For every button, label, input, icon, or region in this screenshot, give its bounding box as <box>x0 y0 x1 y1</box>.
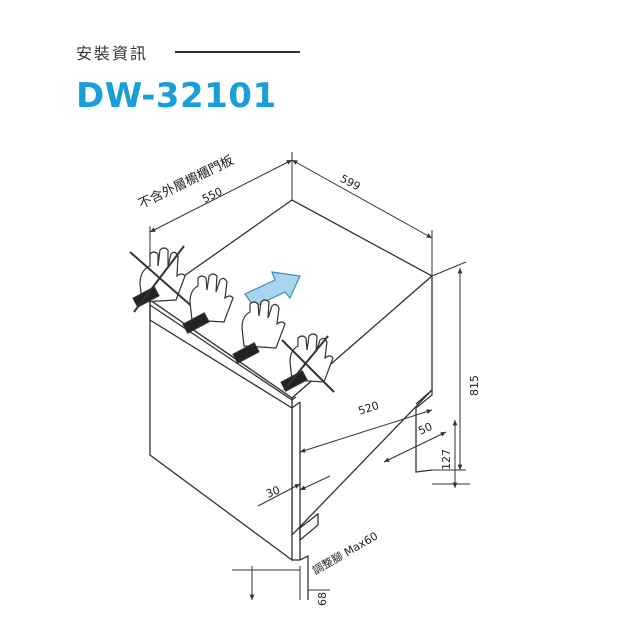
dim-50-label: 50 <box>416 420 434 438</box>
dim-line-599 <box>291 159 433 239</box>
appliance-box <box>148 199 434 600</box>
note-panel-label: 不含外層櫥櫃門板 <box>136 152 237 212</box>
control-strip <box>149 304 297 401</box>
dim-520-label: 520 <box>357 399 381 418</box>
dim-line-30 <box>257 483 301 507</box>
dim-30-label: 30 <box>264 483 282 500</box>
hand-icon-3 <box>232 299 286 364</box>
door-panel-edge <box>149 300 301 409</box>
hand-icon-2 <box>182 273 234 334</box>
note-feet-label: 調整腳 Max60 <box>310 529 380 578</box>
adjust-foot <box>299 554 309 600</box>
hand-icon-crossed-right <box>280 333 335 393</box>
push-direction-arrow <box>244 271 301 308</box>
dim-815-label: 815 <box>468 375 481 396</box>
dim-68-label: 68 <box>316 592 329 606</box>
dimension-lines <box>149 152 470 600</box>
model-title: DW-32101 <box>76 76 277 116</box>
dim-line-520 <box>299 409 433 453</box>
dim-line-50 <box>383 431 447 463</box>
hand-icons <box>129 245 335 393</box>
section-label: 安裝資訊 <box>76 44 149 63</box>
dim-127-label: 127 <box>440 449 453 470</box>
side-notch <box>415 388 433 473</box>
hand-icon-crossed-left <box>129 245 197 313</box>
dim-line-550 <box>149 159 293 233</box>
dim-550-label: 550 <box>200 185 225 206</box>
bottom-notch <box>299 512 319 541</box>
dim-599-label: 599 <box>338 172 363 193</box>
section-divider <box>175 51 300 53</box>
